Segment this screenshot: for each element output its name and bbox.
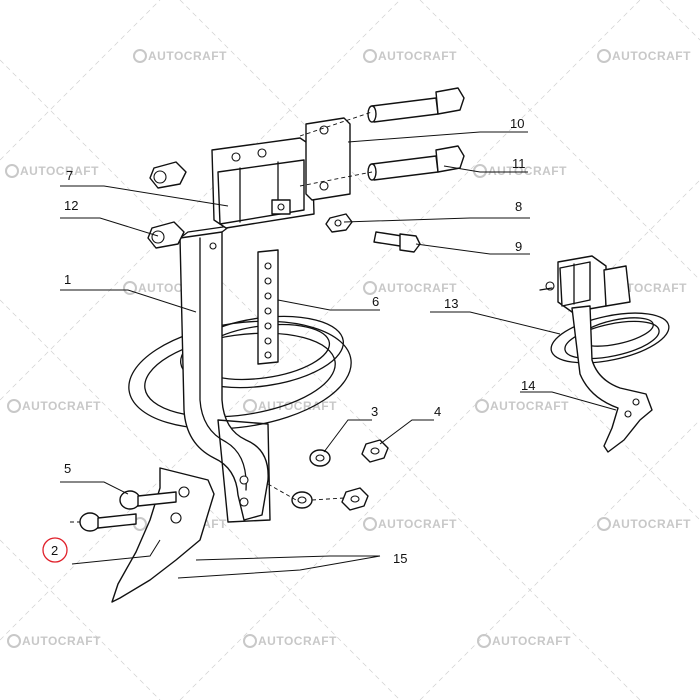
gear-icon [475,399,489,413]
gear-icon [133,49,147,63]
autocraft-watermark-logo: AUTOCRAFT [363,517,457,531]
autocraft-watermark-logo: AUTOCRAFT [7,634,101,648]
nut-top [149,161,187,189]
callout-11: 11 [512,156,526,171]
bolt-lower [367,145,465,181]
gear-icon [123,281,137,295]
gear-icon [477,634,491,648]
watermark-text: AUTOCRAFT [378,281,457,295]
upper-clamp-plate [305,117,351,201]
nut-lower [341,487,369,511]
bolt-upper [367,87,465,123]
callout-2: 2 [51,543,58,558]
watermark-text: AUTOCRAFT [490,399,569,413]
callout-labels: 1 2 3 4 5 6 7 8 9 10 11 12 13 14 15 [51,116,535,566]
washer-lower [291,491,313,509]
highlight-circle [42,537,68,563]
watermark-text: AUTOCRAFT [258,399,337,413]
autocraft-watermark-logo: AUTOCRAFT [133,49,227,63]
adjustment-plate [257,249,279,365]
autocraft-watermark-logo: AUTOCRAFT [475,399,569,413]
watermark-text: AUTOCRAFT [22,399,101,413]
callout-7: 7 [66,168,73,183]
gear-icon [5,164,19,178]
callout-3: 3 [371,404,378,419]
watermark-text: AUTOCRAFT [612,517,691,531]
inset-assembled-unit [539,255,670,453]
carriage-bolt-lower [70,512,137,532]
callout-10: 10 [510,116,524,131]
gear-icon [363,281,377,295]
carriage-bolt-5 [119,490,177,510]
watermark-text: AUTOCRAFT [20,164,99,178]
watermark-text: AUTOCRAFT [148,49,227,63]
autocraft-watermark-logo: AUTOCRAFT [243,634,337,648]
bolt-axis-line [299,171,373,187]
watermark-layer: AUTOCRAFT AUTOCRAFT AUTOCRAFT AUTOCRAFT AUTO… [5,49,691,648]
callout-6: 6 [372,294,379,309]
callout-4: 4 [434,404,441,419]
autocraft-watermark-logo: AUTOCRAFT [5,164,99,178]
pin-9 [373,231,421,253]
callout-12: 12 [64,198,78,213]
shank-tine [179,225,271,523]
callout-13: 13 [444,296,458,311]
gear-icon [597,517,611,531]
gear-icon [243,399,257,413]
callout-9: 9 [515,239,522,254]
gear-icon [7,399,21,413]
gear-icon [597,49,611,63]
watermark-text: AUTOCRAFT [378,49,457,63]
callout-8: 8 [515,199,522,214]
spring-coil [128,315,352,430]
washer-8 [325,213,353,233]
watermark-text: AUTOCRAFT [378,517,457,531]
autocraft-watermark-logo: AUTOCRAFT [7,399,101,413]
bolt-axis-line [267,483,297,501]
gear-icon [243,634,257,648]
clamp-bracket [211,137,315,229]
nut-12 [147,221,185,249]
callout-5: 5 [64,461,71,476]
leader-lines [60,131,617,579]
callout-14: 14 [521,378,535,393]
autocraft-watermark-logo: AUTOCRAFT [597,517,691,531]
bolt-axis-line [311,497,345,501]
autocraft-watermark-logo: AUTOCRAFT [243,399,337,413]
bolt-axis-line [299,111,373,137]
watermark-text: AUTOCRAFT [258,634,337,648]
autocraft-watermark-logo: AUTOCRAFT [363,49,457,63]
share-point [111,467,215,603]
watermark-text: AUTOCRAFT [612,49,691,63]
autocraft-watermark-logo: AUTOCRAFT [597,49,691,63]
gear-icon [7,634,21,648]
watermark-text: AUTOCRAFT [492,634,571,648]
gear-icon [363,49,377,63]
watermark-text: AUTOCRAFT [488,164,567,178]
autocraft-watermark-logo: AUTOCRAFT [363,281,457,295]
watermark-text: AUTOCRAFT [22,634,101,648]
callout-15: 15 [393,551,407,566]
nut-4 [361,439,389,463]
autocraft-watermark-logo: AUTOCRAFT [477,634,571,648]
gear-icon [363,517,377,531]
washer-3 [309,449,331,467]
callout-1: 1 [64,272,71,287]
